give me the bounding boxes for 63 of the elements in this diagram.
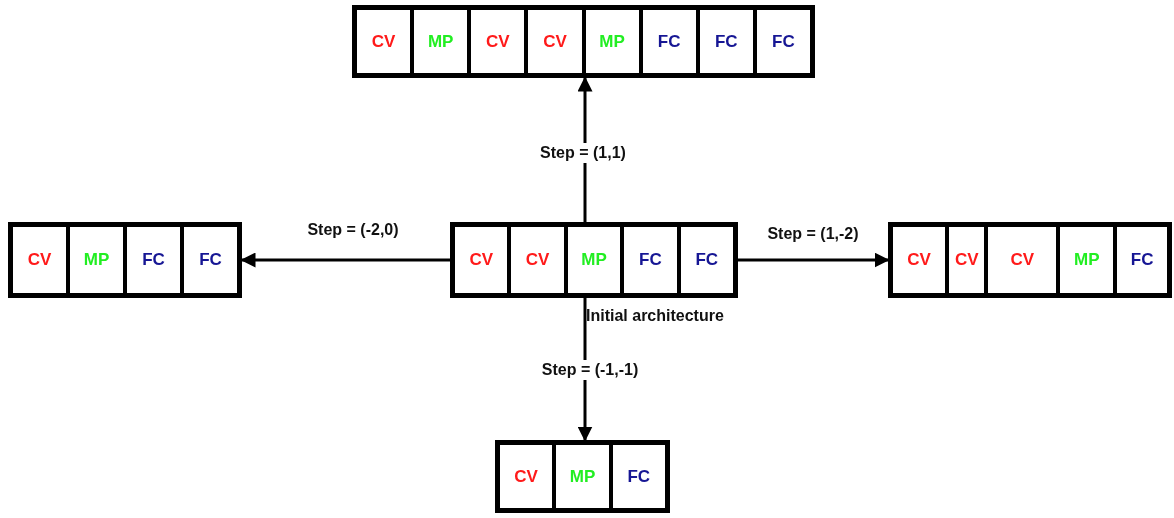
layer-label: CV	[486, 31, 510, 52]
layer-cell	[988, 227, 1057, 293]
edge-label: Step = (1,-2)	[765, 224, 861, 244]
layer-label: MP	[1074, 250, 1100, 270]
layer-cell	[184, 227, 237, 293]
layer-cell	[511, 227, 564, 293]
layer-cell	[642, 10, 696, 73]
arrow	[738, 252, 890, 268]
layer-cell	[699, 10, 753, 73]
layer-label: CV	[525, 250, 550, 270]
layer-label: MP	[427, 31, 454, 52]
architecture-bar	[495, 440, 670, 513]
architecture-bar	[352, 5, 815, 78]
edge-label: Step = (-1,-1)	[539, 360, 641, 380]
layer-cell	[756, 10, 810, 73]
layer-label: CV	[1010, 250, 1034, 270]
layer-label: CV	[543, 31, 567, 52]
layer-cell	[1060, 227, 1114, 293]
layer-label: CV	[371, 31, 396, 52]
layer-label: FC	[639, 250, 662, 270]
layer-cell	[471, 10, 525, 73]
layer-cell	[500, 445, 553, 508]
layer-label: CV	[954, 250, 979, 270]
edge-label: Step = (-2,0)	[305, 220, 401, 240]
layer-label: MP	[599, 31, 625, 52]
layer-cell	[585, 10, 639, 73]
layer-label: FC	[714, 31, 738, 52]
layer-cell	[357, 10, 411, 73]
layer-cell	[624, 227, 677, 293]
architecture-bar	[888, 222, 1172, 298]
arrow	[577, 298, 593, 442]
layer-label: FC	[199, 250, 222, 270]
layer-cell	[13, 227, 66, 293]
layer-cell	[1117, 227, 1167, 293]
layer-cell	[70, 227, 123, 293]
architecture-bar	[8, 222, 242, 298]
layer-label: FC	[142, 250, 165, 270]
layer-cell	[528, 10, 582, 73]
layer-cell	[455, 227, 508, 293]
layer-cell	[893, 227, 946, 293]
layer-label: FC	[695, 250, 719, 270]
layer-label: CV	[907, 250, 931, 270]
layer-cell	[949, 227, 985, 293]
node-label: Initial architecture	[586, 307, 724, 325]
layer-cell	[567, 227, 621, 293]
layer-label: MP	[569, 466, 596, 487]
arrow	[577, 76, 593, 222]
layer-cell	[556, 445, 609, 508]
layer-label: CV	[27, 250, 52, 270]
layer-cell	[414, 10, 468, 73]
layer-cell	[612, 445, 665, 508]
layer-label: FC	[627, 466, 651, 487]
layer-label: CV	[514, 466, 538, 487]
layer-label: FC	[1130, 250, 1154, 270]
layer-label: CV	[469, 250, 493, 270]
layer-label: MP	[83, 250, 110, 270]
layer-cell	[680, 227, 734, 293]
layer-label: FC	[772, 31, 795, 52]
architecture-bar	[450, 222, 738, 298]
layer-cell	[127, 227, 180, 293]
layer-label: FC	[657, 31, 681, 52]
layer-label: MP	[581, 250, 607, 270]
edge-label: Step = (1,1)	[538, 143, 628, 163]
